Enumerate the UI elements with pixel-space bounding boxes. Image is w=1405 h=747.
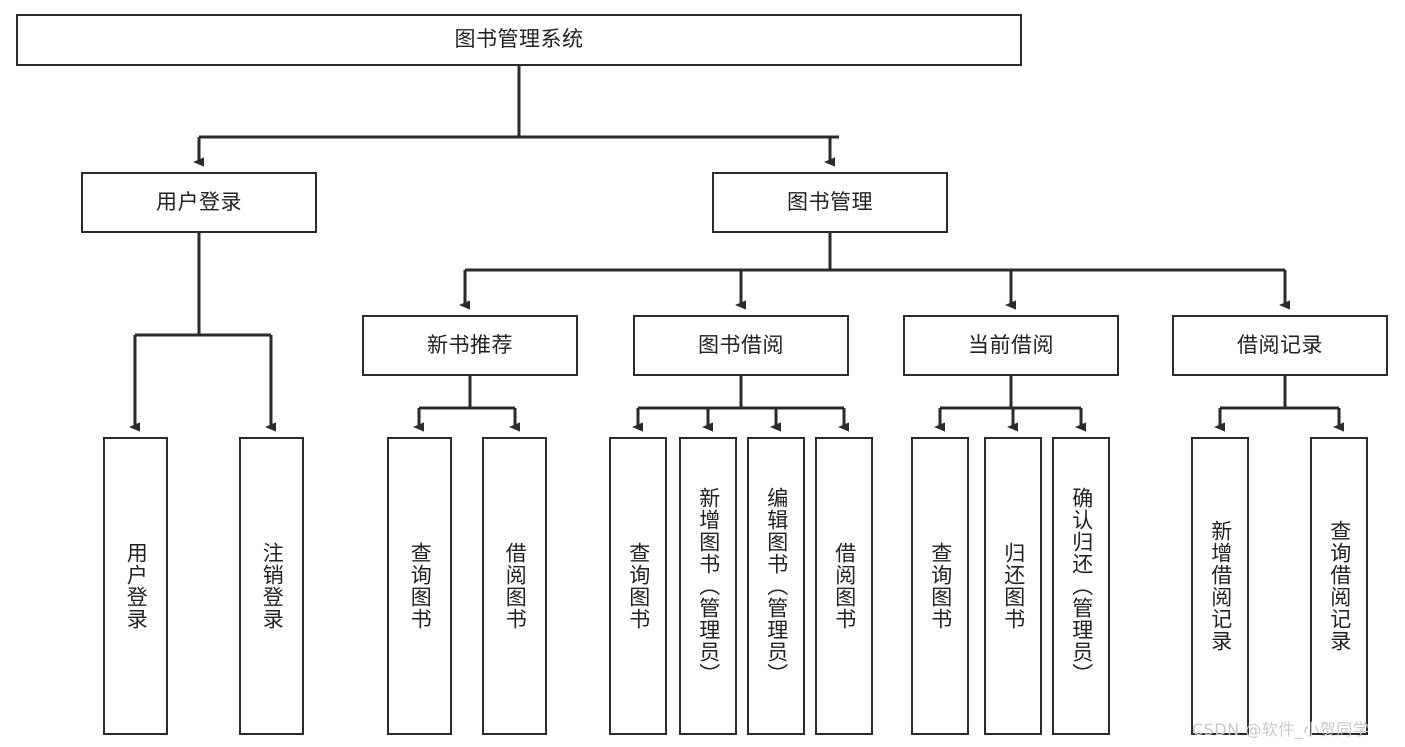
leaf-return-book[interactable]: 归还图书 [984, 437, 1042, 735]
node-current-borrow-label: 当前借阅 [968, 332, 1054, 357]
leaf-borrow-book-newbook-label: 借阅图书 [503, 542, 528, 630]
leaf-borrow-book[interactable]: 借阅图书 [815, 437, 873, 735]
leaf-user-login[interactable]: 用户登录 [103, 437, 168, 735]
node-book-management-label: 图书管理 [787, 189, 873, 214]
node-book-borrow-label: 图书借阅 [698, 332, 784, 357]
csdn-watermark: CSDN @软件_小贺同学 [1192, 720, 1370, 739]
node-current-borrow[interactable]: 当前借阅 [903, 315, 1119, 376]
leaf-return-book-label: 归还图书 [1001, 542, 1026, 630]
leaf-add-borrow-record[interactable]: 新增借阅记录 [1191, 437, 1249, 735]
leaf-confirm-return-admin[interactable]: 确认归还（管理员） [1052, 437, 1110, 735]
leaf-confirm-return-admin-label: 确认归还（管理员） [1069, 487, 1094, 685]
node-new-book-recommend-label: 新书推荐 [427, 332, 513, 357]
leaf-query-borrow-record-label: 查询借阅记录 [1327, 520, 1352, 652]
leaf-user-login-label: 用户登录 [124, 542, 149, 630]
leaf-query-book-borrow[interactable]: 查询图书 [609, 437, 667, 735]
node-new-book-recommend[interactable]: 新书推荐 [362, 315, 578, 376]
leaf-query-book-current[interactable]: 查询图书 [911, 437, 969, 735]
leaf-edit-book-admin-label: 编辑图书（管理员） [764, 487, 789, 685]
leaf-borrow-book-label: 借阅图书 [832, 542, 857, 630]
leaf-logout-label: 注销登录 [260, 542, 285, 630]
node-book-borrow[interactable]: 图书借阅 [633, 315, 849, 376]
leaf-add-borrow-record-label: 新增借阅记录 [1208, 520, 1233, 652]
leaf-logout[interactable]: 注销登录 [239, 437, 304, 735]
leaf-edit-book-admin[interactable]: 编辑图书（管理员） [747, 437, 805, 735]
leaf-query-book-newbook-label: 查询图书 [408, 542, 433, 630]
leaf-query-book-newbook[interactable]: 查询图书 [387, 437, 452, 735]
leaf-query-book-borrow-label: 查询图书 [626, 542, 651, 630]
node-user-login-label: 用户登录 [156, 189, 242, 214]
leaf-add-book-admin-label: 新增图书（管理员） [696, 487, 721, 685]
node-book-management[interactable]: 图书管理 [712, 172, 948, 233]
node-root[interactable]: 图书管理系统 [16, 14, 1022, 66]
node-root-label: 图书管理系统 [454, 27, 584, 52]
node-borrow-records[interactable]: 借阅记录 [1172, 315, 1388, 376]
node-user-login[interactable]: 用户登录 [81, 172, 317, 233]
node-borrow-records-label: 借阅记录 [1237, 332, 1323, 357]
leaf-query-borrow-record[interactable]: 查询借阅记录 [1310, 437, 1368, 735]
leaf-add-book-admin[interactable]: 新增图书（管理员） [679, 437, 737, 735]
leaf-query-book-current-label: 查询图书 [928, 542, 953, 630]
leaf-borrow-book-newbook[interactable]: 借阅图书 [482, 437, 547, 735]
